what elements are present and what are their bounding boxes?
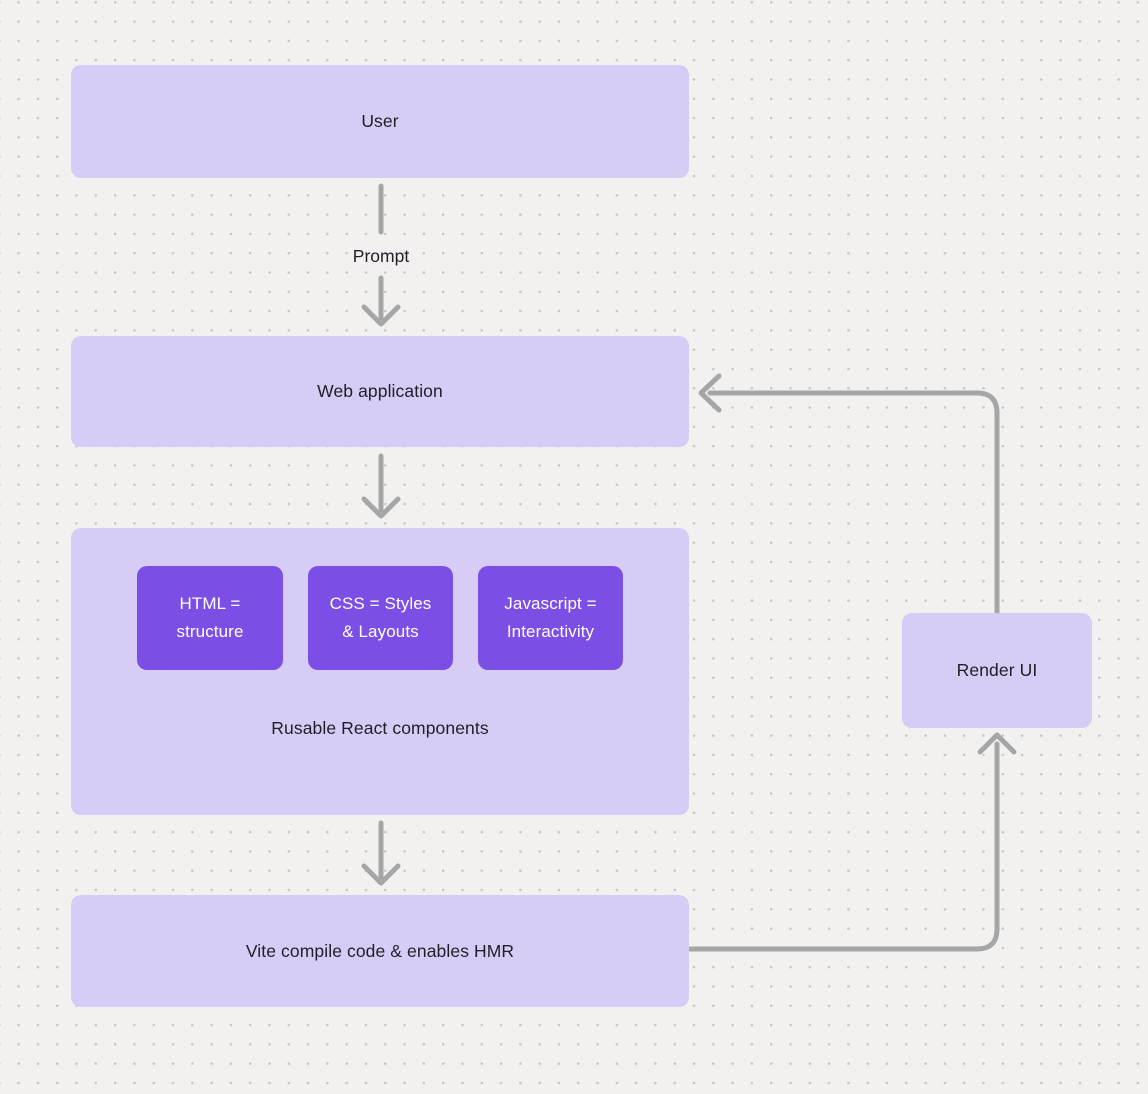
- group-caption: Rusable React components: [271, 718, 489, 738]
- chip-html-label: HTML = structure: [176, 594, 244, 641]
- node-user[interactable]: User: [71, 65, 689, 178]
- arrowhead-renderui-to-webapp: [698, 373, 722, 413]
- arrow-vite-to-renderui: [686, 741, 1000, 952]
- chip-javascript[interactable]: Javascript = Interactivity: [478, 566, 623, 670]
- node-render-ui[interactable]: Render UI: [902, 613, 1092, 728]
- edge-label-prompt: Prompt: [352, 246, 410, 266]
- arrowhead-components-to-vite: [361, 863, 401, 886]
- arrowhead-prompt-to-webapp: [361, 304, 401, 327]
- node-user-label: User: [361, 111, 399, 131]
- arrow-renderui-to-webapp: [707, 390, 1000, 616]
- chip-css-label: CSS = Styles & Layouts: [329, 594, 432, 641]
- group-react-components[interactable]: HTML = structure CSS = Styles & Layouts …: [71, 528, 689, 815]
- node-vite-label: Vite compile code & enables HMR: [245, 940, 515, 961]
- node-render-ui-label: Render UI: [956, 660, 1038, 680]
- node-vite[interactable]: Vite compile code & enables HMR: [71, 895, 689, 1007]
- node-web-application-label: Web application: [317, 381, 443, 401]
- chip-javascript-label: Javascript = Interactivity: [504, 594, 597, 641]
- arrowhead-vite-to-renderui: [977, 732, 1017, 755]
- chip-css[interactable]: CSS = Styles & Layouts: [308, 566, 453, 670]
- chip-html[interactable]: HTML = structure: [137, 566, 283, 670]
- node-web-application[interactable]: Web application: [71, 336, 689, 447]
- arrowhead-webapp-to-components: [361, 496, 401, 519]
